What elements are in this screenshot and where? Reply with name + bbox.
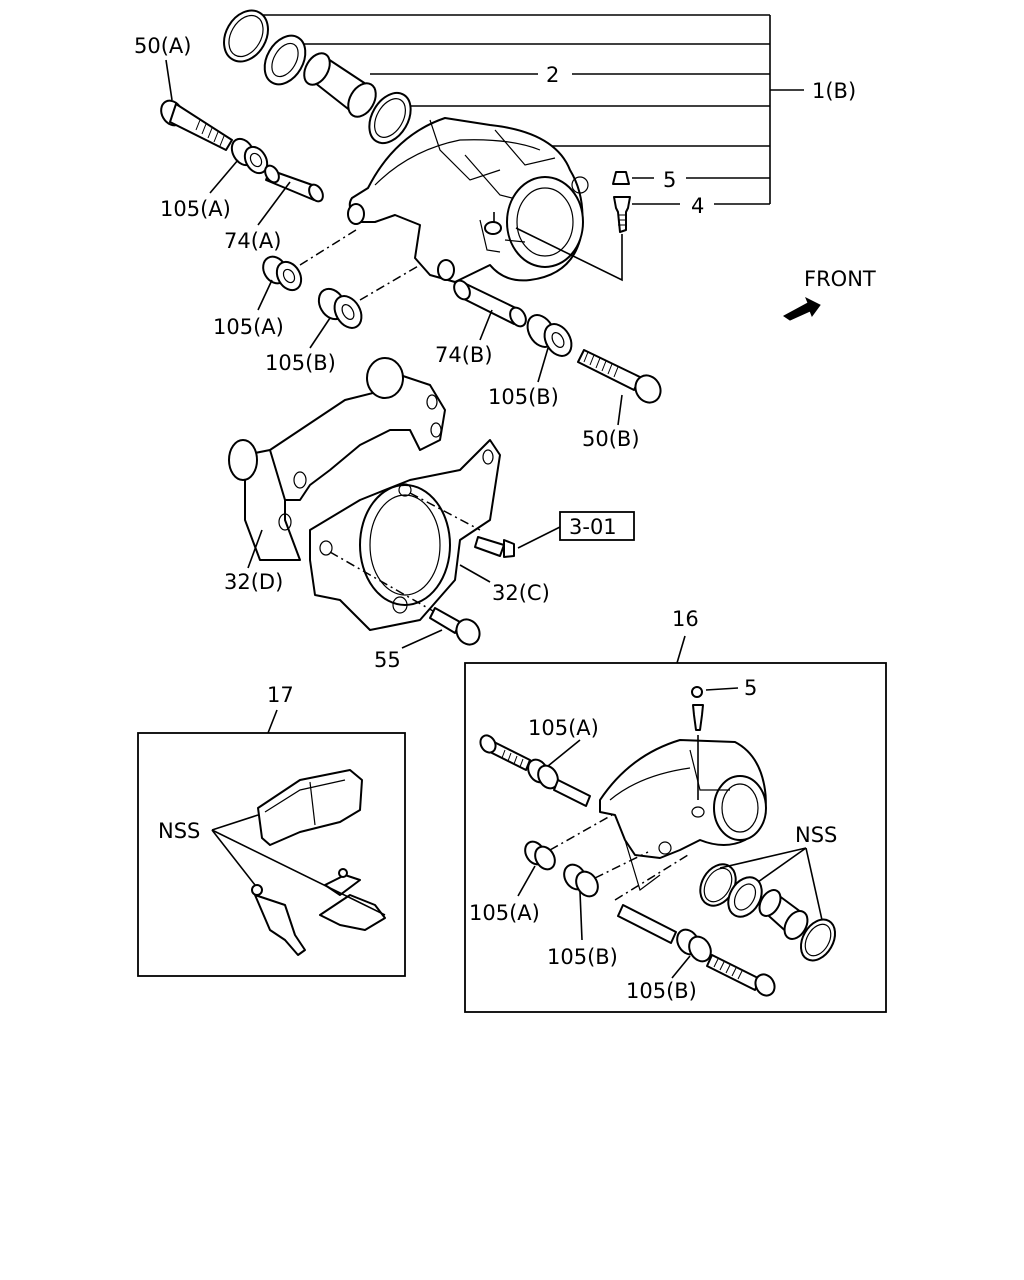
pad-clip-left bbox=[251, 884, 306, 956]
label-105a-box16-lower: 105(A) bbox=[469, 901, 540, 925]
bleeder-screw-4 bbox=[613, 196, 631, 233]
label-32c: 32(C) bbox=[492, 581, 550, 605]
label-105b-box16-right: 105(B) bbox=[626, 979, 697, 1003]
pad-kit-box-17 bbox=[137, 732, 406, 977]
bolt-50b bbox=[577, 349, 662, 404]
boot-box16-105a-upper bbox=[527, 758, 559, 790]
label-ref-3-01[interactable]: 3-01 bbox=[569, 515, 617, 539]
bolt-50a bbox=[160, 99, 233, 151]
guide-boot-105b-left bbox=[317, 287, 363, 329]
leader-lines bbox=[165, 59, 691, 979]
label-105a-upper: 105(A) bbox=[160, 197, 231, 221]
ring-box16-c bbox=[799, 918, 837, 962]
piston-ring bbox=[368, 91, 412, 145]
seal-ring-box16-b bbox=[727, 876, 763, 918]
label-17: 17 bbox=[267, 683, 294, 707]
bolt-55 bbox=[429, 607, 481, 646]
bleeder-cap-5 bbox=[612, 171, 630, 185]
piston-box16 bbox=[758, 889, 809, 940]
guide-pin-74a bbox=[264, 164, 324, 203]
caliper-body bbox=[347, 117, 589, 283]
bolt-box16-lower bbox=[706, 954, 776, 997]
label-105a-box16-upper: 105(A) bbox=[528, 716, 599, 740]
label-5: 5 bbox=[663, 168, 676, 192]
label-50a: 50(A) bbox=[134, 34, 191, 58]
caliper-assembly-box-16 bbox=[464, 662, 887, 1013]
label-4: 4 bbox=[691, 194, 704, 218]
bleeder-cap-5-box16 bbox=[691, 686, 703, 698]
label-105b-box16-left: 105(B) bbox=[547, 945, 618, 969]
caliper-support-32d bbox=[228, 357, 446, 561]
bleeder-screw-box16 bbox=[692, 704, 704, 731]
piston-seal-ring bbox=[223, 9, 269, 63]
label-105a-lower: 105(A) bbox=[213, 315, 284, 339]
bolt-3-01 bbox=[474, 536, 515, 558]
label-32d: 32(D) bbox=[224, 570, 283, 594]
boot-box16-105b-right bbox=[676, 928, 712, 963]
guide-boot-105a-lower bbox=[262, 255, 303, 292]
label-105b-right: 105(B) bbox=[488, 385, 559, 409]
bolt-box16-upper bbox=[479, 734, 531, 771]
label-74b: 74(B) bbox=[435, 343, 493, 367]
label-nss-17: NSS bbox=[158, 819, 200, 843]
label-50b: 50(B) bbox=[582, 427, 640, 451]
reference-box-3-01[interactable] bbox=[559, 511, 635, 541]
label-74a: 74(A) bbox=[224, 229, 281, 253]
front-arrow-icon bbox=[783, 296, 821, 321]
guide-boot-105b-right bbox=[526, 314, 573, 357]
label-16: 16 bbox=[672, 607, 699, 631]
caliper-body-box16 bbox=[599, 739, 767, 891]
guide-boot-105a-upper bbox=[230, 137, 269, 175]
label-1b: 1(B) bbox=[812, 79, 856, 103]
label-nss-16: NSS bbox=[795, 823, 837, 847]
label-5-box16: 5 bbox=[744, 676, 757, 700]
label-55: 55 bbox=[374, 648, 401, 672]
caliper-support-32c bbox=[309, 439, 501, 631]
boot-box16-105b-left bbox=[563, 863, 599, 898]
pin-box16-lower bbox=[617, 904, 677, 944]
piston bbox=[303, 52, 377, 118]
label-front: FRONT bbox=[804, 267, 876, 291]
guide-pin-74b bbox=[453, 279, 527, 328]
label-105b-left: 105(B) bbox=[265, 351, 336, 375]
boot-box16-105a-lower bbox=[524, 840, 556, 871]
dust-boot bbox=[263, 34, 307, 86]
label-2: 2 bbox=[546, 63, 559, 87]
brake-pad bbox=[257, 769, 363, 846]
pin-box16-upper bbox=[553, 779, 591, 807]
